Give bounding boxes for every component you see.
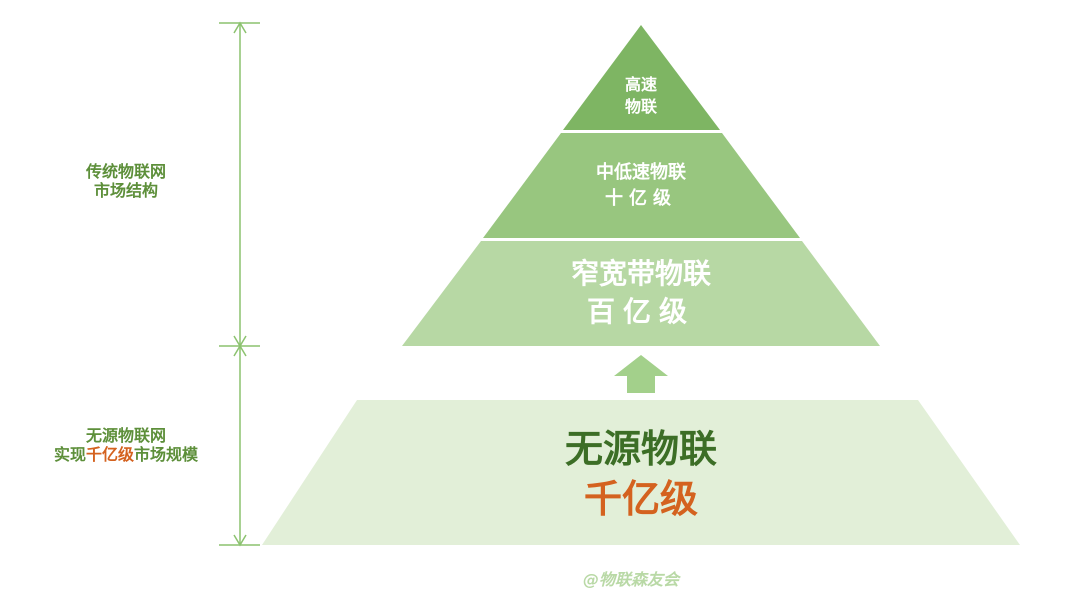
tier-1-line2: 物联 xyxy=(624,97,658,116)
side-label-passive: 无源物联网 实现千亿级市场规模 xyxy=(54,426,198,464)
watermark: @物联森友会 xyxy=(582,570,680,589)
side-bottom-prefix: 实现 xyxy=(53,445,86,465)
pyramid-tier-2 xyxy=(483,133,800,238)
pyramid-tier-1 xyxy=(563,25,720,130)
pyramid-tier-3 xyxy=(402,241,880,346)
tier-2-line1: 中低速物联 xyxy=(596,162,686,183)
tier-1-line1: 高速 xyxy=(624,75,658,94)
bracket-arrow-down-icon xyxy=(233,534,247,547)
bracket-arrow-up-icon xyxy=(233,344,247,357)
side-label-traditional: 传统物联网 市场结构 xyxy=(86,162,166,200)
tier-2-label: 中低速物联 十亿级 xyxy=(596,160,686,212)
tier-1-label: 高速 物联 xyxy=(625,74,657,118)
side-top-line1: 传统物联网 xyxy=(85,162,167,181)
up-arrow-icon xyxy=(614,355,668,393)
tier-3-line1: 窄宽带物联 xyxy=(570,257,712,290)
side-bottom-line1: 无源物联网 xyxy=(85,426,167,445)
tier-2-line2: 十亿级 xyxy=(605,188,677,209)
tier-3-line2: 百亿级 xyxy=(586,295,696,328)
side-top-line2: 市场结构 xyxy=(93,181,159,201)
side-bottom-suffix: 市场规模 xyxy=(134,445,199,465)
base-line2: 千亿级 xyxy=(583,477,699,521)
pyramid-base xyxy=(262,400,1020,545)
base-label: 无源物联 千亿级 xyxy=(565,424,717,524)
tier-3-label: 窄宽带物联 百亿级 xyxy=(571,255,711,331)
base-line1: 无源物联 xyxy=(564,427,718,471)
side-bottom-line2: 实现千亿级市场规模 xyxy=(54,445,198,464)
scale-bracket xyxy=(219,21,260,547)
bracket-arrow-up-icon xyxy=(233,21,247,34)
side-bottom-accent: 千亿级 xyxy=(85,445,135,465)
